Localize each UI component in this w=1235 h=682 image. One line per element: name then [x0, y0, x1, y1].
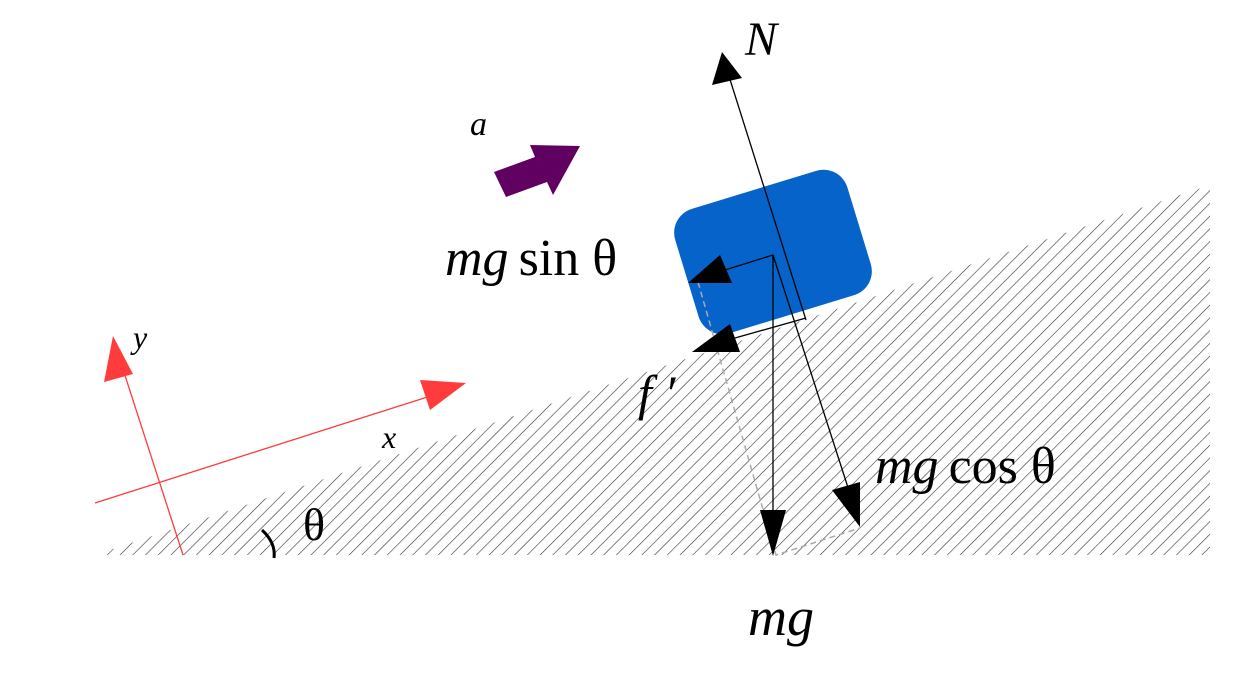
mg-cos-arrowhead	[832, 482, 860, 527]
acceleration-arrow-icon	[494, 145, 580, 197]
label-y-axis: y	[130, 319, 148, 355]
angle-arc	[260, 528, 276, 559]
label-mg-sin-rest: sin θ	[519, 230, 618, 287]
friction-line	[734, 317, 807, 339]
y-axis	[119, 359, 184, 556]
label-mg-cos-rest: cos θ	[949, 438, 1056, 495]
friction-arrowhead	[692, 324, 740, 352]
label-friction: f ′	[638, 365, 676, 421]
mg-sin-arrowhead	[688, 255, 732, 283]
label-acceleration: a	[470, 106, 487, 143]
mg-cos-line	[772, 254, 853, 501]
mg-sin-line	[724, 254, 774, 271]
block	[674, 169, 872, 335]
weight-arrowhead	[760, 510, 786, 556]
dashed-guide	[697, 281, 861, 556]
label-x-axis: x	[381, 419, 396, 455]
label-normal: N	[744, 13, 780, 66]
incline-surface	[95, 185, 1210, 555]
normal-arrowhead	[712, 52, 742, 85]
label-weight: mg	[748, 587, 814, 647]
x-axis-arrowhead	[420, 380, 466, 410]
label-mg-sin-italic: mg	[445, 230, 509, 287]
x-axis	[94, 392, 441, 504]
label-angle: θ	[303, 499, 325, 550]
y-axis-arrowhead	[104, 336, 133, 382]
label-mg-cos-italic: mg	[875, 438, 939, 495]
normal-force-line	[726, 69, 807, 321]
